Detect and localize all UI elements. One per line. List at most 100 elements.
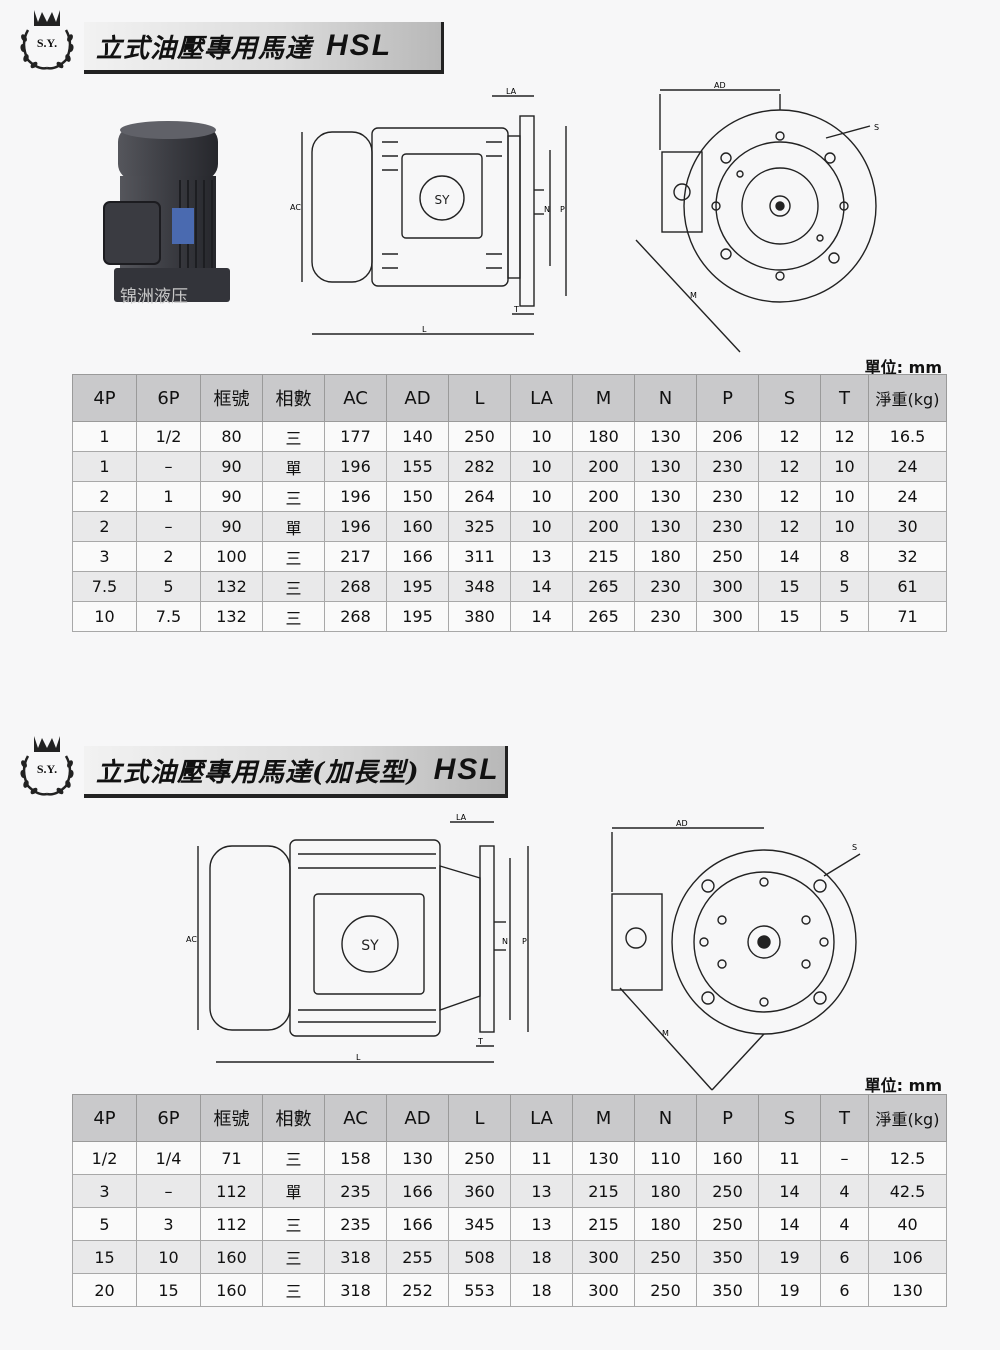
- table-cell: 311: [448, 541, 511, 572]
- table-cell: –: [136, 511, 201, 542]
- dim-m: M: [662, 1029, 669, 1038]
- table-cell: 30: [868, 511, 947, 542]
- table-cell: 230: [634, 571, 697, 602]
- table-cell: 250: [634, 1240, 697, 1274]
- table-cell: 206: [696, 421, 759, 452]
- table-cell: 160: [200, 1273, 263, 1307]
- column-header: L: [448, 1094, 511, 1142]
- crown-laurel-icon: [20, 736, 74, 796]
- column-header: LA: [510, 374, 573, 422]
- column-header: 淨重(kg): [868, 374, 947, 422]
- column-header: 框號: [200, 374, 263, 422]
- table-cell: 5: [136, 571, 201, 602]
- table-cell: –: [136, 451, 201, 482]
- column-header: N: [634, 374, 697, 422]
- table-cell: 單: [262, 511, 325, 542]
- table-cell: 12: [758, 421, 821, 452]
- section-title: 立式油壓專用馬達: [96, 33, 313, 64]
- table-cell: 14: [758, 1207, 821, 1241]
- column-header: N: [634, 1094, 697, 1142]
- column-header: 4P: [72, 374, 137, 422]
- table-cell: 180: [572, 421, 635, 452]
- table-cell: 90: [200, 511, 263, 542]
- table-cell: 13: [510, 1174, 573, 1208]
- table-cell: 18: [510, 1240, 573, 1274]
- column-header: AD: [386, 374, 449, 422]
- table-cell: 三: [262, 1207, 325, 1241]
- crown-laurel-icon: [20, 10, 74, 70]
- side-view-drawing: SY LA AC N P T L: [282, 86, 582, 350]
- table-cell: 350: [696, 1240, 759, 1274]
- table-cell: 160: [386, 511, 449, 542]
- dim-p: P: [522, 937, 527, 946]
- dim-n: N: [502, 937, 508, 946]
- watermark-text: 锦洲液压: [120, 287, 188, 307]
- table-cell: 180: [634, 1174, 697, 1208]
- model-code: HSL: [433, 753, 500, 786]
- table-cell: 4: [820, 1174, 869, 1208]
- table-cell: 112: [200, 1174, 263, 1208]
- table-cell: 13: [510, 541, 573, 572]
- table-cell: 230: [696, 451, 759, 482]
- table-cell: 200: [572, 511, 635, 542]
- table-cell: 2: [72, 511, 137, 542]
- table-cell: 325: [448, 511, 511, 542]
- table-cell: 160: [696, 1141, 759, 1175]
- column-header: AD: [386, 1094, 449, 1142]
- sy-crown-logo: S.Y.: [16, 732, 78, 802]
- column-header: T: [820, 374, 869, 422]
- table-cell: 350: [696, 1273, 759, 1307]
- table-cell: 15: [758, 571, 821, 602]
- front-view-drawing: AD S M: [600, 814, 890, 1098]
- table-cell: 318: [324, 1273, 387, 1307]
- table-cell: 12.5: [868, 1141, 947, 1175]
- table-cell: 19: [758, 1273, 821, 1307]
- table-cell: 300: [572, 1240, 635, 1274]
- table-cell: 單: [262, 451, 325, 482]
- table-cell: 10: [510, 481, 573, 512]
- table-cell: 318: [324, 1240, 387, 1274]
- table-cell: 265: [572, 601, 635, 632]
- svg-text:SY: SY: [435, 193, 451, 207]
- table-cell: 14: [510, 571, 573, 602]
- column-header: P: [696, 374, 759, 422]
- column-header: 相數: [262, 1094, 325, 1142]
- table-cell: 235: [324, 1174, 387, 1208]
- dim-ac: AC: [186, 935, 197, 944]
- table-cell: 1/2: [136, 421, 201, 452]
- table-cell: 90: [200, 451, 263, 482]
- dim-t: T: [513, 305, 519, 314]
- column-header: S: [758, 1094, 821, 1142]
- table-cell: 230: [696, 481, 759, 512]
- dim-ac: AC: [290, 203, 301, 212]
- table-cell: 12: [820, 421, 869, 452]
- table-cell: 215: [572, 1207, 635, 1241]
- dim-la: LA: [506, 87, 517, 96]
- table-cell: 106: [868, 1240, 947, 1274]
- table-cell: 6: [820, 1240, 869, 1274]
- table-cell: 10: [510, 421, 573, 452]
- table-cell: 三: [262, 601, 325, 632]
- column-header: L: [448, 374, 511, 422]
- table-cell: 3: [72, 1174, 137, 1208]
- dim-la: LA: [456, 813, 467, 822]
- table-cell: 553: [448, 1273, 511, 1307]
- table-cell: 230: [696, 511, 759, 542]
- table-cell: 130: [634, 511, 697, 542]
- section-extended: S.Y. 立式油壓專用馬達(加長型) HSL: [0, 720, 1000, 1340]
- table-cell: 348: [448, 571, 511, 602]
- table-cell: 15: [72, 1240, 137, 1274]
- table-cell: 三: [262, 1273, 325, 1307]
- table-cell: 8: [820, 541, 869, 572]
- table-cell: 1/2: [72, 1141, 137, 1175]
- table-cell: 10: [136, 1240, 201, 1274]
- column-header: S: [758, 374, 821, 422]
- column-header: AC: [324, 1094, 387, 1142]
